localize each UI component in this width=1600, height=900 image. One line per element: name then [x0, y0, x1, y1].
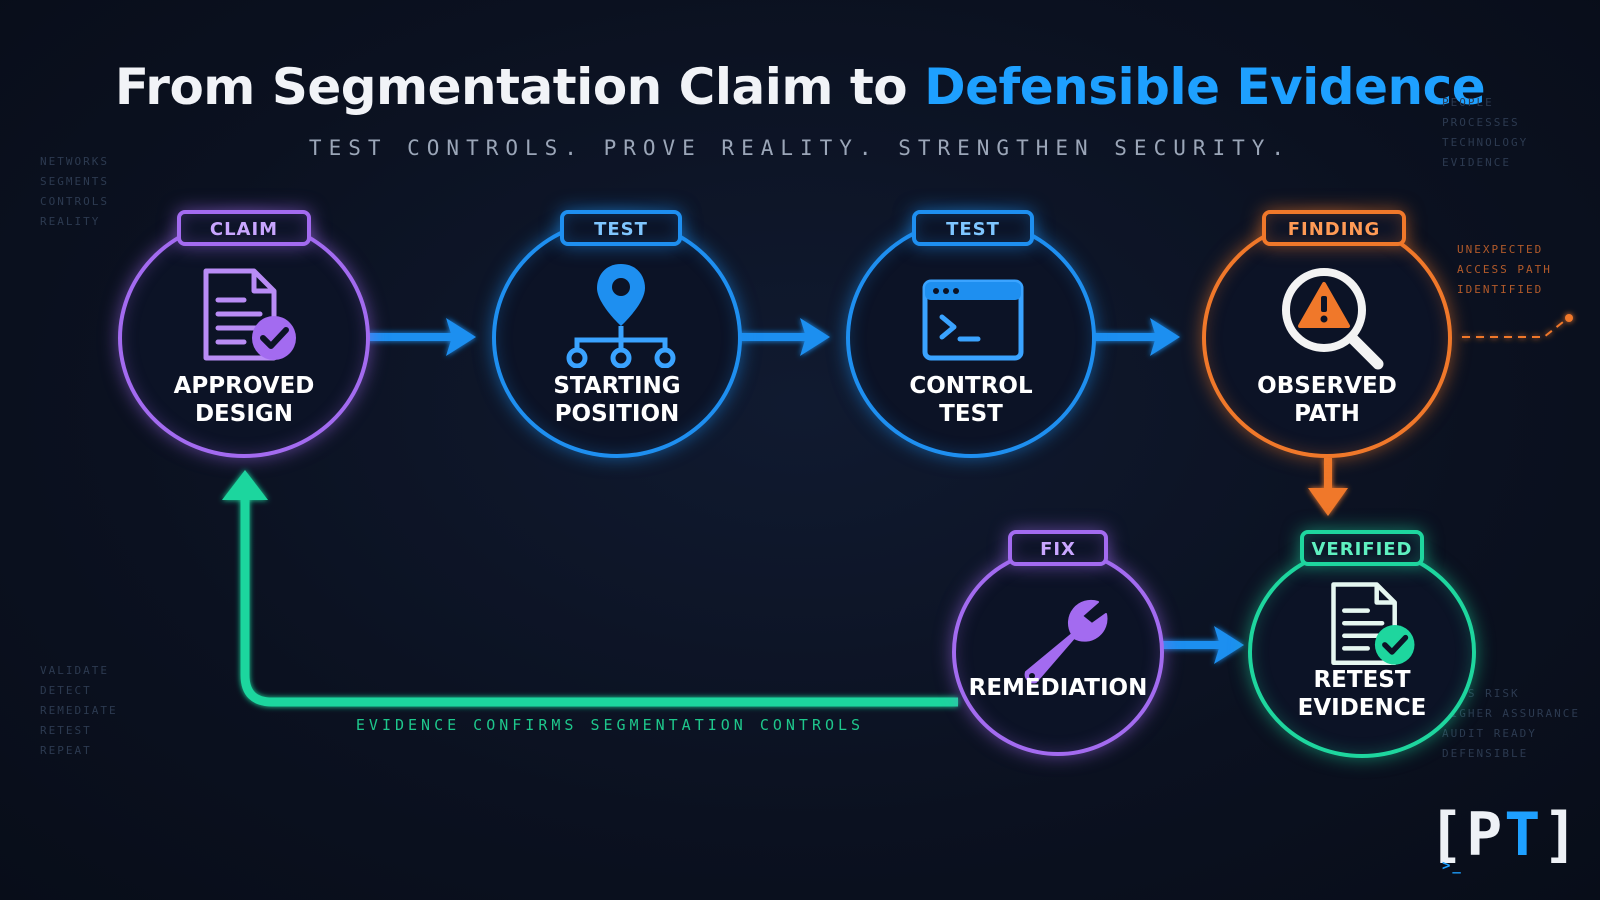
- side-word: AUDIT READY: [1442, 727, 1537, 740]
- side-word: VALIDATE: [40, 664, 109, 677]
- side-word: RETEST: [40, 724, 92, 737]
- terminal-icon: [920, 277, 1030, 372]
- node-label-line1: APPROVED: [173, 373, 315, 399]
- finding-note: UNEXPECTED ACCESS PATH IDENTIFIED: [1457, 240, 1552, 300]
- node-label-line1: CONTROL: [909, 373, 1033, 399]
- side-word: DEFENSIBLE: [1442, 747, 1529, 760]
- title-main: From Segmentation Claim to: [114, 58, 908, 116]
- title-accent: Defensible Evidence: [924, 58, 1486, 116]
- node-observed-path: OBSERVED PATH: [1202, 218, 1452, 458]
- loop-caption: EVIDENCE CONFIRMS SEGMENTATION CONTROLS: [355, 716, 865, 734]
- node-label: RETEST EVIDENCE: [1252, 666, 1472, 722]
- logo-accent: T: [1504, 800, 1543, 870]
- arrow-fix-to-verified: [1158, 626, 1244, 664]
- page-title: From Segmentation Claim to Defensible Ev…: [0, 58, 1600, 116]
- node-retest-evidence: RETEST EVIDENCE: [1248, 546, 1476, 758]
- node-label-line1: REMEDIATION: [968, 675, 1148, 701]
- badge-test-1: TEST: [560, 210, 682, 246]
- right-bottom-words: LESS RISK HIGHER ASSURANCE AUDIT READY D…: [1442, 684, 1580, 764]
- loop-arrow-back-to-claim: [222, 470, 958, 707]
- node-label: CONTROL TEST: [850, 372, 1092, 428]
- node-starting-position: STARTING POSITION: [492, 218, 742, 458]
- logo-left: [P: [1428, 800, 1505, 870]
- side-word: HIGHER ASSURANCE: [1442, 707, 1580, 720]
- logo-prompt: >_: [1442, 858, 1463, 874]
- note-line: UNEXPECTED: [1457, 243, 1544, 256]
- logo-right: ]: [1542, 800, 1581, 870]
- side-word: CONTROLS: [40, 195, 109, 208]
- side-word: EVIDENCE: [1442, 156, 1511, 169]
- badge-claim: CLAIM: [177, 210, 311, 246]
- side-word: PROCESSES: [1442, 116, 1520, 129]
- side-word: DETECT: [40, 684, 92, 697]
- document-check-icon: [196, 266, 306, 371]
- page-subtitle: TEST CONTROLS. PROVE REALITY. STRENGTHEN…: [308, 136, 1292, 160]
- pt-logo: [PT] >_: [1428, 800, 1581, 874]
- location-network-icon: [561, 262, 681, 373]
- right-top-words: PEOPLE PROCESSES TECHNOLOGY EVIDENCE: [1442, 93, 1528, 173]
- node-approved-design: APPROVED DESIGN: [118, 218, 370, 458]
- side-word: NETWORKS: [40, 155, 109, 168]
- note-line: IDENTIFIED: [1457, 283, 1544, 296]
- node-label: OBSERVED PATH: [1206, 372, 1448, 428]
- side-word: SEGMENTS: [40, 175, 109, 188]
- side-word: REMEDIATE: [40, 704, 118, 717]
- badge-verified: VERIFIED: [1300, 530, 1424, 566]
- badge-finding: FINDING: [1262, 210, 1406, 246]
- node-label-line2: POSITION: [554, 401, 680, 427]
- arrow-claim-to-start: [362, 318, 476, 356]
- side-word: REALITY: [40, 215, 101, 228]
- node-label-line2: DESIGN: [194, 401, 294, 427]
- left-top-words: NETWORKS SEGMENTS CONTROLS REALITY: [40, 152, 109, 232]
- document-check-icon: [1324, 580, 1424, 675]
- magnifier-warning-icon: [1278, 264, 1388, 379]
- node-label-line1: RETEST: [1313, 667, 1411, 693]
- node-label: APPROVED DESIGN: [122, 372, 366, 428]
- node-label-line1: STARTING: [553, 373, 681, 399]
- left-bottom-words: VALIDATE DETECT REMEDIATE RETEST REPEAT: [40, 661, 118, 761]
- arrow-start-to-control: [730, 318, 830, 356]
- node-remediation: REMEDIATION: [952, 548, 1164, 756]
- node-label-line2: PATH: [1294, 401, 1360, 427]
- badge-fix: FIX: [1008, 530, 1108, 566]
- node-label: REMEDIATION: [956, 674, 1160, 702]
- node-label-line1: OBSERVED: [1257, 373, 1397, 399]
- node-label: STARTING POSITION: [496, 372, 738, 428]
- arrow-finding-to-verified: [1308, 458, 1348, 516]
- note-line: ACCESS PATH: [1457, 263, 1552, 276]
- side-word: PEOPLE: [1442, 96, 1494, 109]
- node-control-test: CONTROL TEST: [846, 218, 1096, 458]
- wrench-icon: [1014, 594, 1110, 689]
- node-label-line2: EVIDENCE: [1297, 695, 1427, 721]
- node-label-line2: TEST: [939, 401, 1003, 427]
- finding-note-leader: [1462, 314, 1573, 338]
- side-word: REPEAT: [40, 744, 92, 757]
- badge-test-2: TEST: [912, 210, 1034, 246]
- side-word: TECHNOLOGY: [1442, 136, 1529, 149]
